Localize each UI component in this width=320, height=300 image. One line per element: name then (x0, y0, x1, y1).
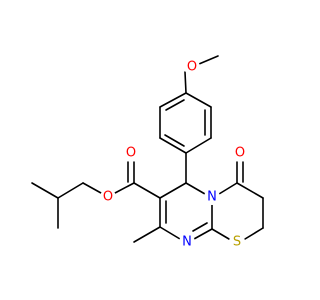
atom-labels: O O O O N N S (100, 59, 248, 250)
ring-nitrogen-atom: N (204, 189, 220, 205)
sulfur-to-fusion-carbon-bond (211, 228, 230, 240)
sulfur-atom: S (229, 234, 245, 250)
phenyl-bond-3 (185, 137, 212, 154)
imine-nitrogen-label: N (182, 235, 192, 250)
ester-oxygen-to-methylene-bond (82, 182, 102, 194)
methoxy-oxygen-to-ring-bond (184, 71, 187, 94)
phenyl-bond-6 (159, 92, 187, 108)
methine-to-methyl-up-bond (31, 182, 59, 199)
phenyl-bond-6-inner (165, 99, 185, 111)
methylene-to-sulfur-bond (244, 227, 264, 240)
lactam-oxygen-atom: O (232, 145, 248, 161)
ring-methyl-bond (133, 226, 161, 243)
ester-carbonyl-oxygen-atom: O (123, 145, 139, 161)
phenyl-bond-4-inner (164, 134, 185, 147)
ester-carbon-to-stereocenter-bond (159, 182, 187, 199)
lactam-carbon-to-methylene-bond (236, 182, 264, 199)
phenyl-bond-4 (159, 137, 187, 154)
ester-linking-oxygen-label: O (103, 190, 113, 205)
lactam-oxygen-background (232, 145, 248, 161)
ring-nitrogen-label: N (207, 190, 217, 205)
methoxy-oxygen-background (184, 59, 200, 75)
lactam-oxygen-label: O (235, 146, 245, 161)
ester-linking-oxygen-atom: O (100, 189, 116, 205)
methoxy-oxygen-atom: O (184, 59, 200, 75)
ring-nitrogen-to-lactam-carbon-bond (218, 182, 238, 195)
bond-lines (31, 55, 264, 243)
fusion-carbon-to-imine-nitrogen-bond (193, 228, 213, 240)
sulfur-label: S (233, 235, 241, 250)
ester-carbonyl-oxygen-background (123, 145, 139, 161)
imine-nitrogen-to-methyl-carbon-bond (159, 226, 181, 240)
imine-nitrogen-atom: N (179, 234, 195, 250)
phenyl-bond-1 (185, 92, 212, 108)
ester-carbonyl-oxygen-label: O (126, 146, 136, 161)
ester-linking-oxygen-background (100, 189, 116, 205)
stereocenter-to-ring-nitrogen-bond (185, 182, 206, 195)
fusion-carbon-to-imine-nitrogen-inner-bond (192, 222, 208, 232)
molecule-structure-diagram: O O O O N N S (31, 55, 264, 250)
methyl-to-methoxy-oxygen-bond (198, 55, 219, 65)
methoxy-oxygen-label: O (187, 60, 197, 75)
carboxyl-carbon-to-ester-oxygen-bond (114, 182, 135, 194)
imine-nitrogen-background (179, 234, 195, 250)
ring-nitrogen-background (204, 189, 220, 205)
ring-to-carboxyl-carbon-bond (133, 182, 161, 199)
methylene-to-methine-bond (57, 182, 84, 199)
sulfur-background (229, 234, 245, 250)
